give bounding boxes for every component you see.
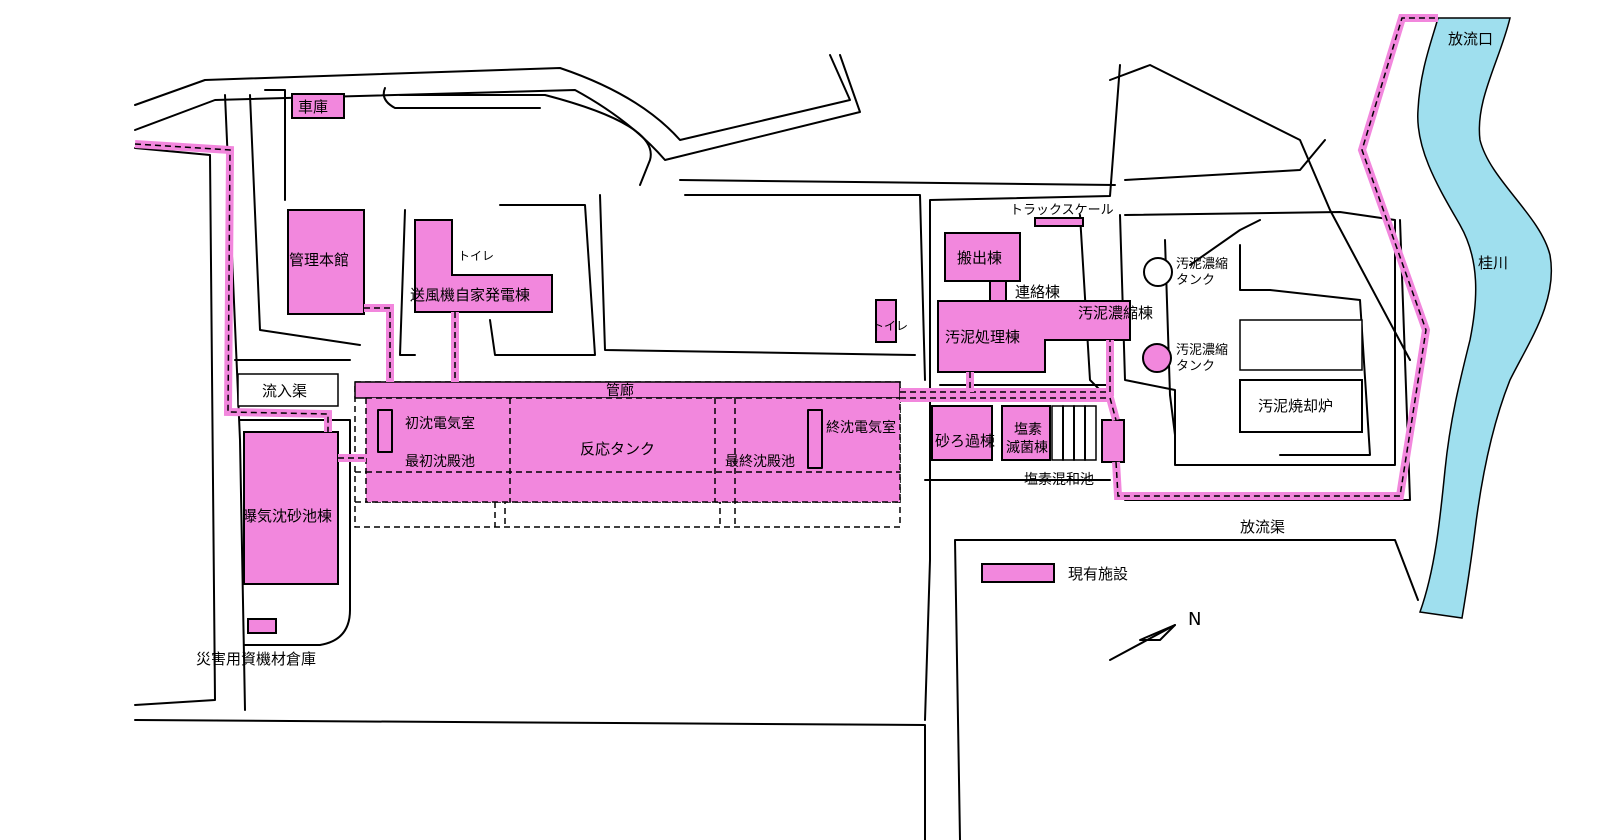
label-thick-tank-2b: タンク — [1176, 359, 1215, 374]
garage-building — [291, 93, 345, 119]
north-label: N — [1188, 609, 1201, 630]
label-corridor: 管廊 — [606, 382, 634, 399]
toilet-2-building — [875, 299, 897, 343]
inflow-channel-box — [237, 373, 339, 407]
label-toilet-1: トイレ — [458, 249, 494, 263]
road-network — [134, 54, 1419, 840]
pipelines — [134, 14, 1438, 500]
machine-block — [1239, 319, 1363, 371]
connector-building — [989, 280, 1007, 302]
label-primary-elec: 初沈電気室 — [405, 415, 475, 432]
label-outfall: 放流口 — [1448, 30, 1493, 48]
label-chlorine-a: 塩素 — [1014, 422, 1042, 438]
label-carry-out: 搬出棟 — [957, 249, 1002, 267]
label-chlorine-b: 滅菌棟 — [1006, 440, 1048, 456]
label-connector: 連絡棟 — [1015, 283, 1060, 301]
labels: 車庫 管理本館 トイレ 送風機自家発電棟 トイレ トラックスケール 搬出棟 連絡… — [196, 30, 1508, 668]
thickening-tank-1 — [1143, 257, 1173, 287]
label-thick-tank-1b: タンク — [1176, 273, 1215, 288]
label-admin: 管理本館 — [289, 251, 349, 269]
label-river: 桂川 — [1478, 254, 1508, 272]
legend-label: 現有施設 — [1068, 565, 1128, 583]
existing-facilities — [243, 93, 1172, 634]
river-area — [1417, 17, 1553, 619]
blower-building — [414, 219, 553, 313]
label-sludge-thickening: 汚泥濃縮棟 — [1078, 304, 1153, 322]
tank-block — [366, 398, 900, 502]
label-inflow: 流入渠 — [262, 382, 307, 400]
chlorine-building — [1001, 405, 1051, 461]
incinerator-building — [1239, 379, 1363, 433]
sludge-treatment-building — [937, 300, 1131, 373]
label-blower: 送風機自家発電棟 — [410, 286, 530, 304]
carry-out-building — [944, 232, 1021, 282]
legend: 現有施設 — [981, 563, 1128, 583]
label-sludge-treatment: 汚泥処理棟 — [945, 328, 1020, 346]
truck-scale — [1034, 217, 1084, 227]
sand-filter-building — [931, 405, 993, 461]
label-garage: 車庫 — [298, 98, 328, 116]
label-incinerator: 汚泥焼却炉 — [1258, 397, 1333, 415]
label-truck-scale: トラックスケール — [1010, 203, 1114, 218]
legend-swatch — [981, 563, 1055, 583]
thickening-tank-2 — [1142, 343, 1172, 373]
disaster-storage — [247, 618, 277, 634]
label-final-settle: 最終沈殿池 — [725, 454, 795, 470]
north-arrow: N — [1109, 609, 1201, 661]
label-final-elec: 終沈電気室 — [826, 419, 896, 436]
label-thick-tank-1a: 汚泥濃縮 — [1176, 256, 1228, 272]
label-aerated-grit: 曝気沈砂池棟 — [242, 507, 332, 525]
label-chlorine-mixing: 塩素混和池 — [1024, 472, 1094, 488]
label-reaction: 反応タンク — [580, 440, 655, 458]
admin-building — [287, 209, 365, 315]
label-toilet-2: トイレ — [872, 319, 908, 333]
chlorine-mixing-basin — [1101, 419, 1125, 463]
label-sand-filter: 砂ろ過棟 — [935, 432, 995, 450]
label-thick-tank-2a: 汚泥濃縮 — [1176, 342, 1228, 358]
label-primary-settle: 最初沈殿池 — [405, 453, 475, 470]
aerated-grit-building — [243, 431, 339, 585]
label-discharge-channel: 放流渠 — [1240, 518, 1285, 536]
label-disaster-storage: 災害用資機材倉庫 — [196, 650, 316, 668]
